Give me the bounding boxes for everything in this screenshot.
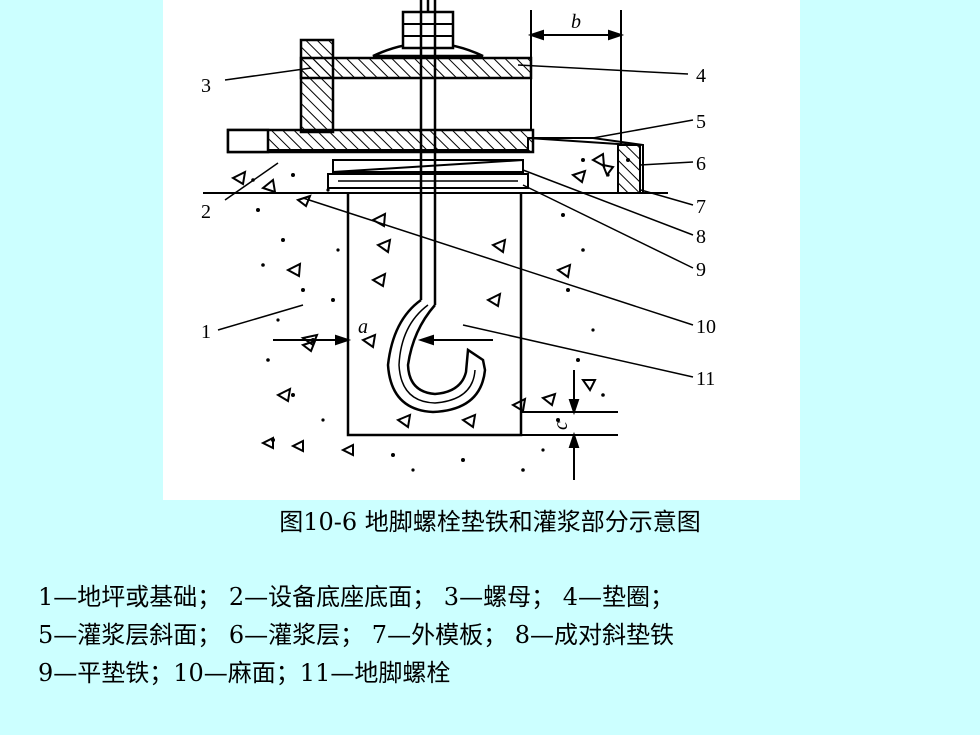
grout-slope [527, 137, 634, 146]
callout-9: 9 [696, 259, 706, 281]
callout-6: 6 [696, 153, 706, 175]
bolt-hook [386, 298, 487, 414]
legend-line-2: 5—灌浆层斜面； 6—灌浆层； 7—外模板； 8—成对斜垫铁 [38, 621, 674, 649]
callout-1: 1 [201, 321, 211, 343]
callout-3: 3 [201, 75, 211, 97]
callout-2: 2 [201, 201, 211, 223]
callout-4: 4 [696, 65, 706, 87]
foundation-concrete [251, 158, 630, 472]
legend-line-1: 1—地坪或基础； 2—设备底座底面； 3—螺母； 4—垫圈； [38, 583, 674, 611]
legend: 1—地坪或基础； 2—设备底座底面； 3—螺母； 4—垫圈； 5—灌浆层斜面； … [38, 578, 674, 692]
callout-10: 10 [696, 316, 716, 338]
dimension-c-label: c [550, 421, 572, 430]
callout-8: 8 [696, 226, 706, 248]
bolt-pocket [346, 193, 523, 437]
dimension-a [273, 334, 493, 346]
anchor-bolt-diagram: b a c [201, 0, 716, 480]
dimension-a-label: a [358, 316, 368, 338]
dimension-b-label: b [571, 11, 581, 33]
equipment-flange [299, 38, 335, 134]
leader-lines [217, 64, 694, 378]
callout-7: 7 [696, 196, 706, 218]
legend-line-3: 9—平垫铁；10—麻面；11—地脚螺栓 [38, 659, 451, 687]
dimension-b [527, 10, 625, 145]
outer-formwork [617, 144, 641, 194]
callout-11: 11 [696, 368, 715, 390]
callout-5: 5 [696, 111, 706, 133]
diagram-panel: b a c [163, 0, 800, 500]
dimension-c [521, 370, 618, 480]
figure-caption: 图10-6 地脚螺栓垫铁和灌浆部分示意图 [279, 508, 701, 536]
top-plate [299, 56, 533, 80]
nut [401, 10, 455, 50]
equipment-base [226, 128, 535, 154]
base-edge [226, 128, 270, 154]
